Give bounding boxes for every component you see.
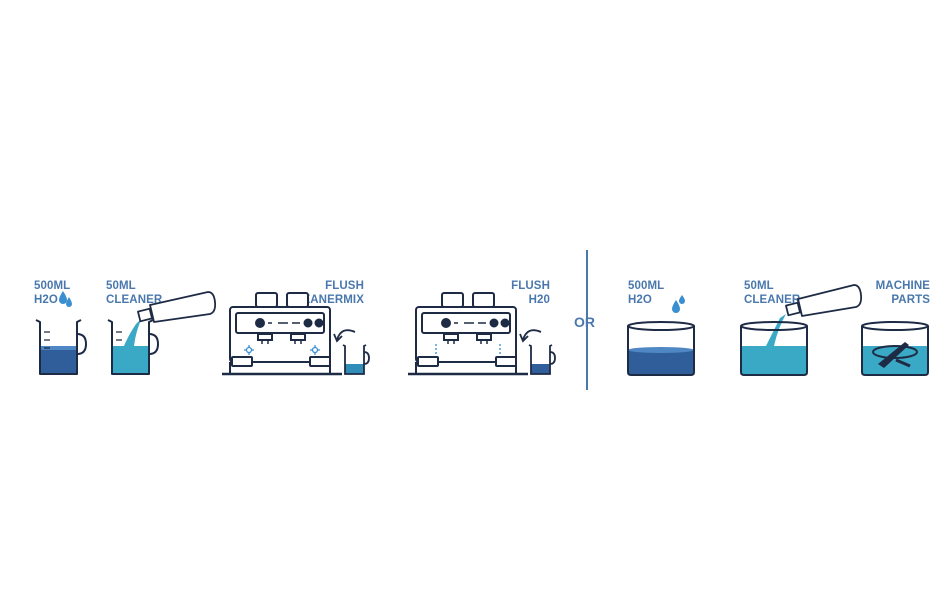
basin-icon (627, 321, 695, 376)
pour-bottle-icon (785, 284, 863, 317)
pour-bottle-icon (137, 291, 217, 323)
or-label: OR (574, 314, 595, 330)
espresso-machine-icon (222, 292, 342, 376)
flush-cup-icon (342, 344, 370, 375)
arrow-icon (519, 329, 542, 343)
arrow-icon (333, 329, 356, 343)
machine-parts-icon (861, 321, 929, 376)
espresso-machine-icon (408, 292, 528, 376)
water-drop-icon (59, 291, 72, 307)
beaker-water-icon (35, 319, 88, 375)
flush-cup-icon (528, 344, 556, 375)
beaker-cleaner-icon (107, 318, 160, 375)
water-drop-icon (672, 295, 685, 313)
sparkle-icon (244, 345, 320, 355)
basin-cleaner-icon (740, 314, 808, 376)
